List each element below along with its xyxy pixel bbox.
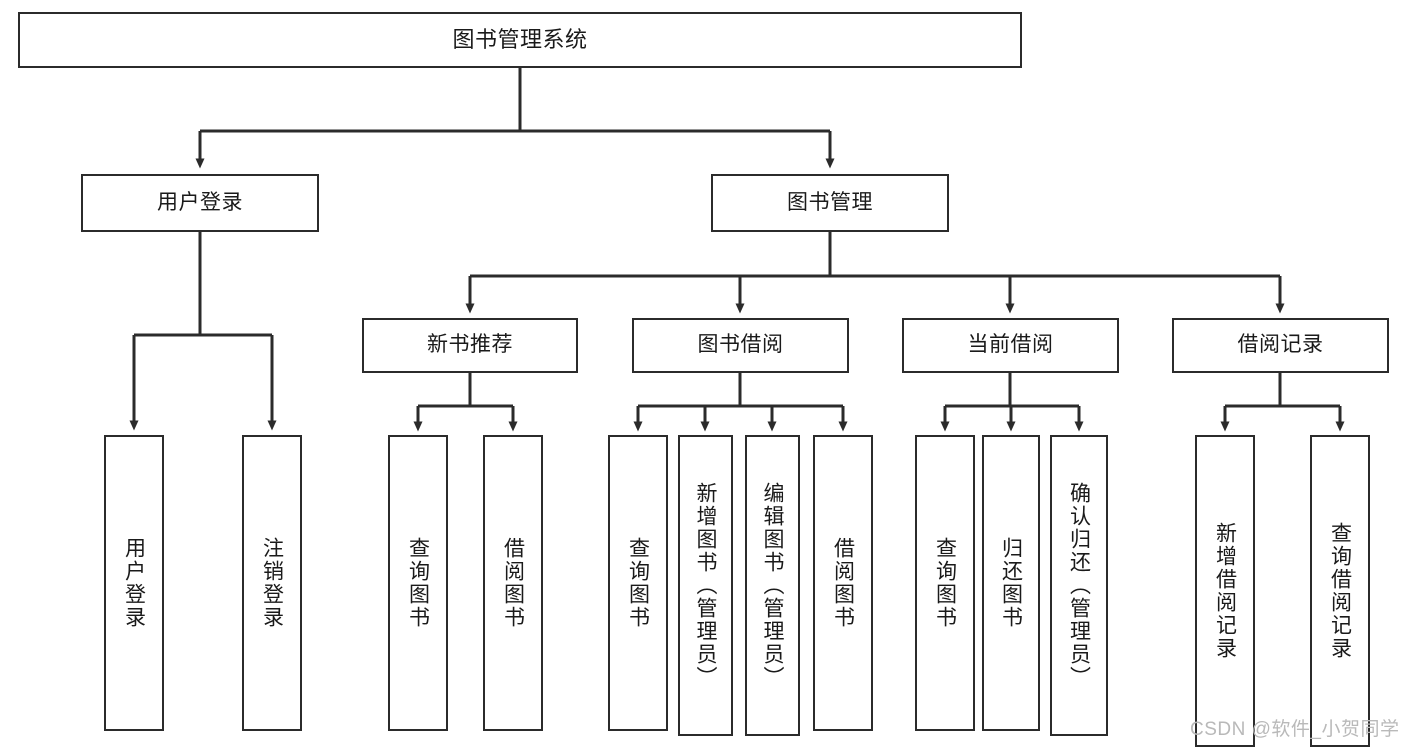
- node-leaf-query-book-current-label: 查询图书: [933, 537, 957, 629]
- node-leaf-query-book-borrow[interactable]: 查询图书: [608, 435, 668, 731]
- node-leaf-user-login-label: 用户登录: [122, 537, 146, 629]
- node-leaf-edit-book-admin[interactable]: 编辑图书（管理员）: [745, 435, 800, 736]
- node-leaf-add-book-admin[interactable]: 新增图书（管理员）: [678, 435, 733, 736]
- node-leaf-edit-book-admin-label: 编辑图书（管理员）: [761, 482, 784, 689]
- node-leaf-borrow-book-label: 借阅图书: [831, 537, 855, 629]
- node-leaf-add-borrow-record-label: 新增借阅记录: [1213, 522, 1237, 660]
- node-book-borrow-label: 图书借阅: [697, 333, 784, 357]
- node-leaf-query-borrow-record-label: 查询借阅记录: [1328, 522, 1352, 660]
- node-current-borrow[interactable]: 当前借阅: [902, 318, 1119, 373]
- node-leaf-add-book-admin-label: 新增图书（管理员）: [694, 482, 717, 689]
- node-leaf-logout[interactable]: 注销登录: [242, 435, 302, 731]
- node-leaf-query-borrow-record[interactable]: 查询借阅记录: [1310, 435, 1370, 747]
- node-borrow-record[interactable]: 借阅记录: [1172, 318, 1389, 373]
- node-leaf-add-borrow-record[interactable]: 新增借阅记录: [1195, 435, 1255, 747]
- node-leaf-borrow-book[interactable]: 借阅图书: [813, 435, 873, 731]
- node-leaf-query-book-borrow-label: 查询图书: [626, 537, 650, 629]
- node-book-borrow[interactable]: 图书借阅: [632, 318, 849, 373]
- node-book-management-label: 图书管理: [787, 190, 873, 214]
- node-user-login[interactable]: 用户登录: [81, 174, 319, 232]
- node-root-label: 图书管理系统: [452, 27, 588, 53]
- node-new-book-recommend-label: 新书推荐: [427, 333, 513, 357]
- node-book-management[interactable]: 图书管理: [711, 174, 949, 232]
- node-leaf-confirm-return-admin[interactable]: 确认归还（管理员）: [1050, 435, 1108, 736]
- node-leaf-return-book[interactable]: 归还图书: [982, 435, 1040, 731]
- node-leaf-query-book-recommend-label: 查询图书: [406, 537, 430, 629]
- node-leaf-confirm-return-admin-label: 确认归还（管理员）: [1067, 482, 1091, 689]
- node-new-book-recommend[interactable]: 新书推荐: [362, 318, 578, 373]
- node-current-borrow-label: 当前借阅: [967, 333, 1054, 357]
- node-leaf-query-book-current[interactable]: 查询图书: [915, 435, 975, 731]
- node-leaf-return-book-label: 归还图书: [999, 537, 1023, 629]
- node-leaf-borrow-book-recommend-label: 借阅图书: [501, 537, 525, 629]
- node-leaf-user-login[interactable]: 用户登录: [104, 435, 164, 731]
- node-leaf-query-book-recommend[interactable]: 查询图书: [388, 435, 448, 731]
- node-leaf-borrow-book-recommend[interactable]: 借阅图书: [483, 435, 543, 731]
- node-user-login-label: 用户登录: [157, 190, 243, 214]
- node-borrow-record-label: 借阅记录: [1237, 333, 1324, 357]
- node-root[interactable]: 图书管理系统: [18, 12, 1022, 68]
- node-leaf-logout-label: 注销登录: [260, 537, 284, 629]
